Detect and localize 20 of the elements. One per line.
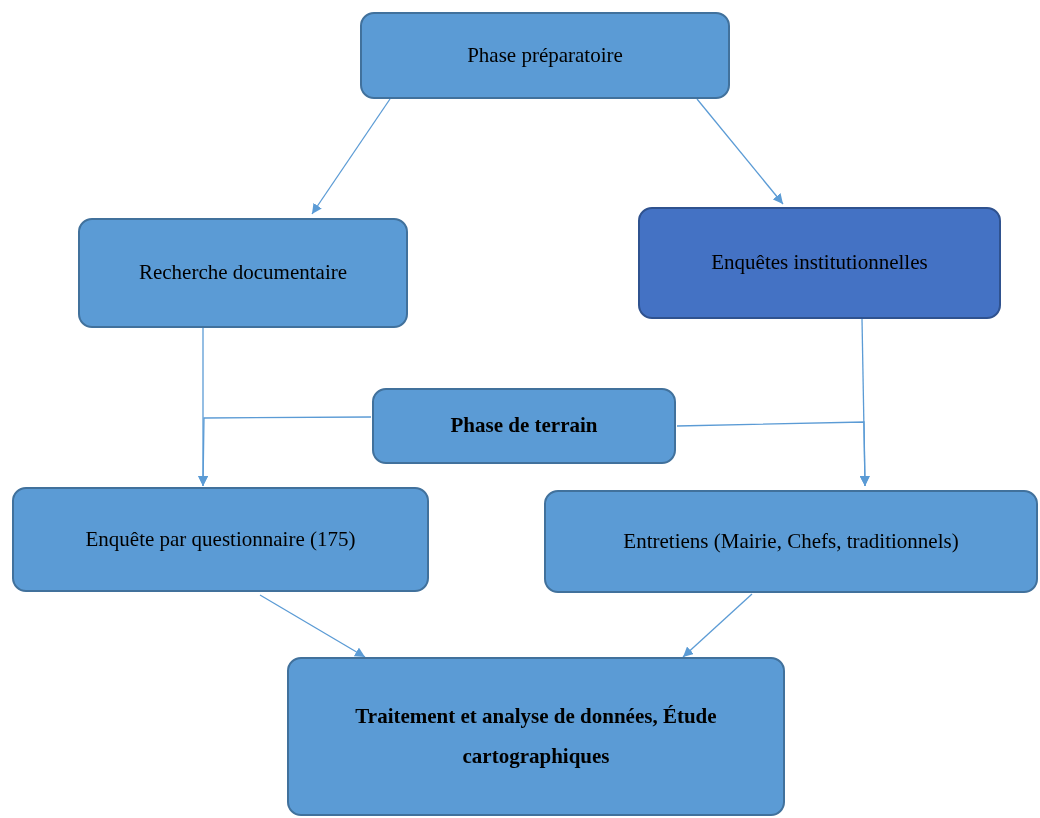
process-box (638, 207, 1001, 319)
arrow (259, 594, 366, 658)
box-label: Recherche documentaire (138, 259, 348, 287)
process-box (360, 12, 730, 99)
arrow (696, 98, 784, 205)
arrow (311, 98, 391, 215)
process-box (372, 388, 676, 464)
box-label: Entretiens (Mairie, Chefs, traditionnels) (623, 527, 959, 555)
box-label: Phase préparatoire (467, 41, 623, 69)
arrow (198, 416, 372, 487)
box-label: Enquête par questionnaire (175) (85, 525, 356, 553)
box-label: Phase de terrain (450, 412, 598, 440)
arrow (682, 593, 753, 658)
arrow (676, 421, 870, 487)
process-box (78, 218, 408, 328)
box-label: Enquêtes institutionnelles (711, 249, 928, 277)
process-box (12, 487, 429, 592)
box-label: Traitement et analyse de données, Étude cartographiques (354, 702, 718, 770)
process-box (544, 490, 1038, 593)
process-box (287, 657, 785, 816)
